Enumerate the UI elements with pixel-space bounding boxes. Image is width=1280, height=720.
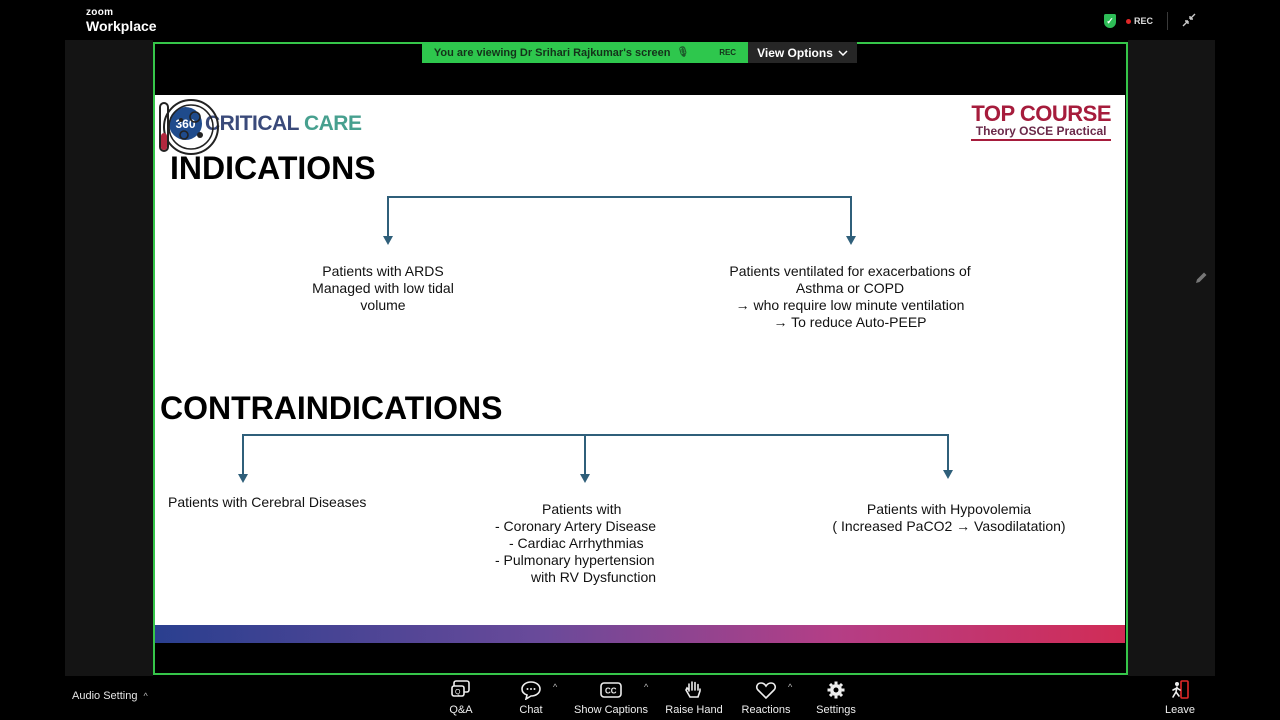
reactions-label: Reactions <box>741 704 791 716</box>
svg-text:Q: Q <box>455 689 461 696</box>
contraindications-heading: CONTRAINDICATIONS <box>160 390 503 426</box>
brand-large: Workplace <box>86 18 157 34</box>
contra-mid-line: with RV Dysfunction <box>531 569 657 585</box>
record-dot-icon <box>1125 18 1131 24</box>
left-gutter <box>65 40 153 676</box>
arrow-contra-right <box>943 470 953 479</box>
captions-icon: CC <box>600 682 622 698</box>
qa-button[interactable]: Q Q&A <box>421 680 501 716</box>
leave-label: Leave <box>1165 704 1195 716</box>
right-gutter <box>1128 40 1215 676</box>
contra-right-line: ( Increased PaCO2 → Vasodilatation) <box>832 518 1066 534</box>
arrow-contra-mid <box>580 474 590 483</box>
audio-setting-button[interactable]: Audio Setting ^ <box>72 690 148 702</box>
chat-chevron-up-icon[interactable]: ^ <box>553 682 558 692</box>
flow-connectors <box>238 196 953 483</box>
encryption-shield-icon[interactable]: ✓ <box>1103 14 1116 28</box>
contra-mid-line: - Cardiac Arrhythmias <box>509 535 644 551</box>
leave-button[interactable]: Leave <box>1140 680 1220 716</box>
reactions-button[interactable]: Reactions <box>726 680 806 716</box>
viewing-banner: You are viewing Dr Srihari Rajkumar's sc… <box>422 42 748 63</box>
audio-setting-label: Audio Setting <box>72 690 138 702</box>
qa-icon: Q <box>451 680 470 697</box>
arrow-ind-right <box>846 236 856 245</box>
indication-ards: Patients with ARDS Managed with low tida… <box>283 263 483 314</box>
chevron-up-icon[interactable]: ^ <box>143 691 148 701</box>
ind-left-line: Patients with ARDS <box>322 263 444 279</box>
laboratory-virus-icon <box>159 99 219 155</box>
divider <box>1167 12 1168 30</box>
contra-cerebral: Patients with Cerebral Diseases <box>168 494 367 510</box>
contra-right-line: Patients with Hypovolemia <box>866 501 1032 517</box>
logo-text-care: CARE <box>303 111 362 135</box>
zoom-workplace-logo: zoom Workplace <box>86 7 157 34</box>
settings-button[interactable]: Settings <box>796 680 876 716</box>
contra-connector <box>242 434 949 480</box>
raise-hand-button[interactable]: Raise Hand <box>654 680 734 716</box>
arrow-contra-left <box>238 474 248 483</box>
shared-slide: 360 CRITICAL CARE TOP COURSE Theory OSCE… <box>155 95 1125 643</box>
ind-left-line: Managed with low tidal <box>312 280 454 296</box>
reactions-chevron-up-icon[interactable]: ^ <box>788 682 793 692</box>
contra-cardiac: Patients with - Coronary Artery Disease … <box>495 501 695 586</box>
top-course-subtitle: Theory OSCE Practical <box>971 125 1111 141</box>
view-options-button[interactable]: View Options <box>748 42 857 63</box>
ind-left-line: volume <box>360 297 406 313</box>
heart-icon <box>755 682 777 700</box>
exit-fullscreen-icon[interactable] <box>1182 13 1196 30</box>
ind-right-line: Patients ventilated for exacerbations of <box>729 263 971 279</box>
svg-text:CC: CC <box>605 687 617 696</box>
raise-hand-icon <box>685 681 701 698</box>
indications-connector <box>387 196 852 242</box>
rec-label: REC <box>1133 16 1153 26</box>
contra-hypovolemia: Patients with Hypovolemia ( Increased Pa… <box>819 501 1079 535</box>
show-captions-button[interactable]: CC Show Captions <box>571 680 651 716</box>
recording-indicator[interactable]: REC <box>1125 16 1153 26</box>
chat-button[interactable]: Chat <box>491 680 571 716</box>
slide-gradient-bar <box>155 625 1125 643</box>
leave-icon <box>1172 680 1189 699</box>
gear-icon <box>827 681 845 699</box>
contra-mid-line: - Pulmonary hypertension <box>495 552 655 568</box>
contra-mid-line: - Coronary Artery Disease <box>495 518 657 534</box>
raise-hand-label: Raise Hand <box>665 704 723 716</box>
chat-icon <box>521 681 541 700</box>
top-right-controls: ✓ REC <box>1103 12 1196 30</box>
contra-mid-line: Patients with <box>542 501 622 517</box>
mic-muted-icon: 🎙 <box>676 47 690 58</box>
ind-right-line: → To reduce Auto-PEEP <box>773 314 927 330</box>
ind-right-line: Asthma or COPD <box>795 280 905 296</box>
top-course-logo: TOP COURSE Theory OSCE Practical <box>971 103 1111 141</box>
indication-asthma-copd: Patients ventilated for exacerbations of… <box>715 263 985 331</box>
show-captions-label: Show Captions <box>574 704 648 716</box>
brand-small: zoom <box>86 7 114 18</box>
indications-heading: INDICATIONS <box>170 150 376 186</box>
annotate-pencil-icon[interactable] <box>1193 270 1211 288</box>
qa-label: Q&A <box>449 704 473 716</box>
ind-right-line: → who require low minute ventilation <box>735 297 965 313</box>
chat-label: Chat <box>519 704 543 716</box>
captions-chevron-up-icon[interactable]: ^ <box>644 682 649 692</box>
chevron-down-icon <box>838 49 848 56</box>
arrow-ind-left <box>383 236 393 245</box>
view-options-label: View Options <box>757 45 833 60</box>
logo-text-critical: CRITICAL <box>205 111 299 135</box>
settings-label: Settings <box>816 704 856 716</box>
viewing-banner-text: You are viewing Dr Srihari Rajkumar's sc… <box>433 46 671 59</box>
top-course-title: TOP COURSE <box>971 101 1111 126</box>
banner-rec-label: REC <box>719 48 737 57</box>
